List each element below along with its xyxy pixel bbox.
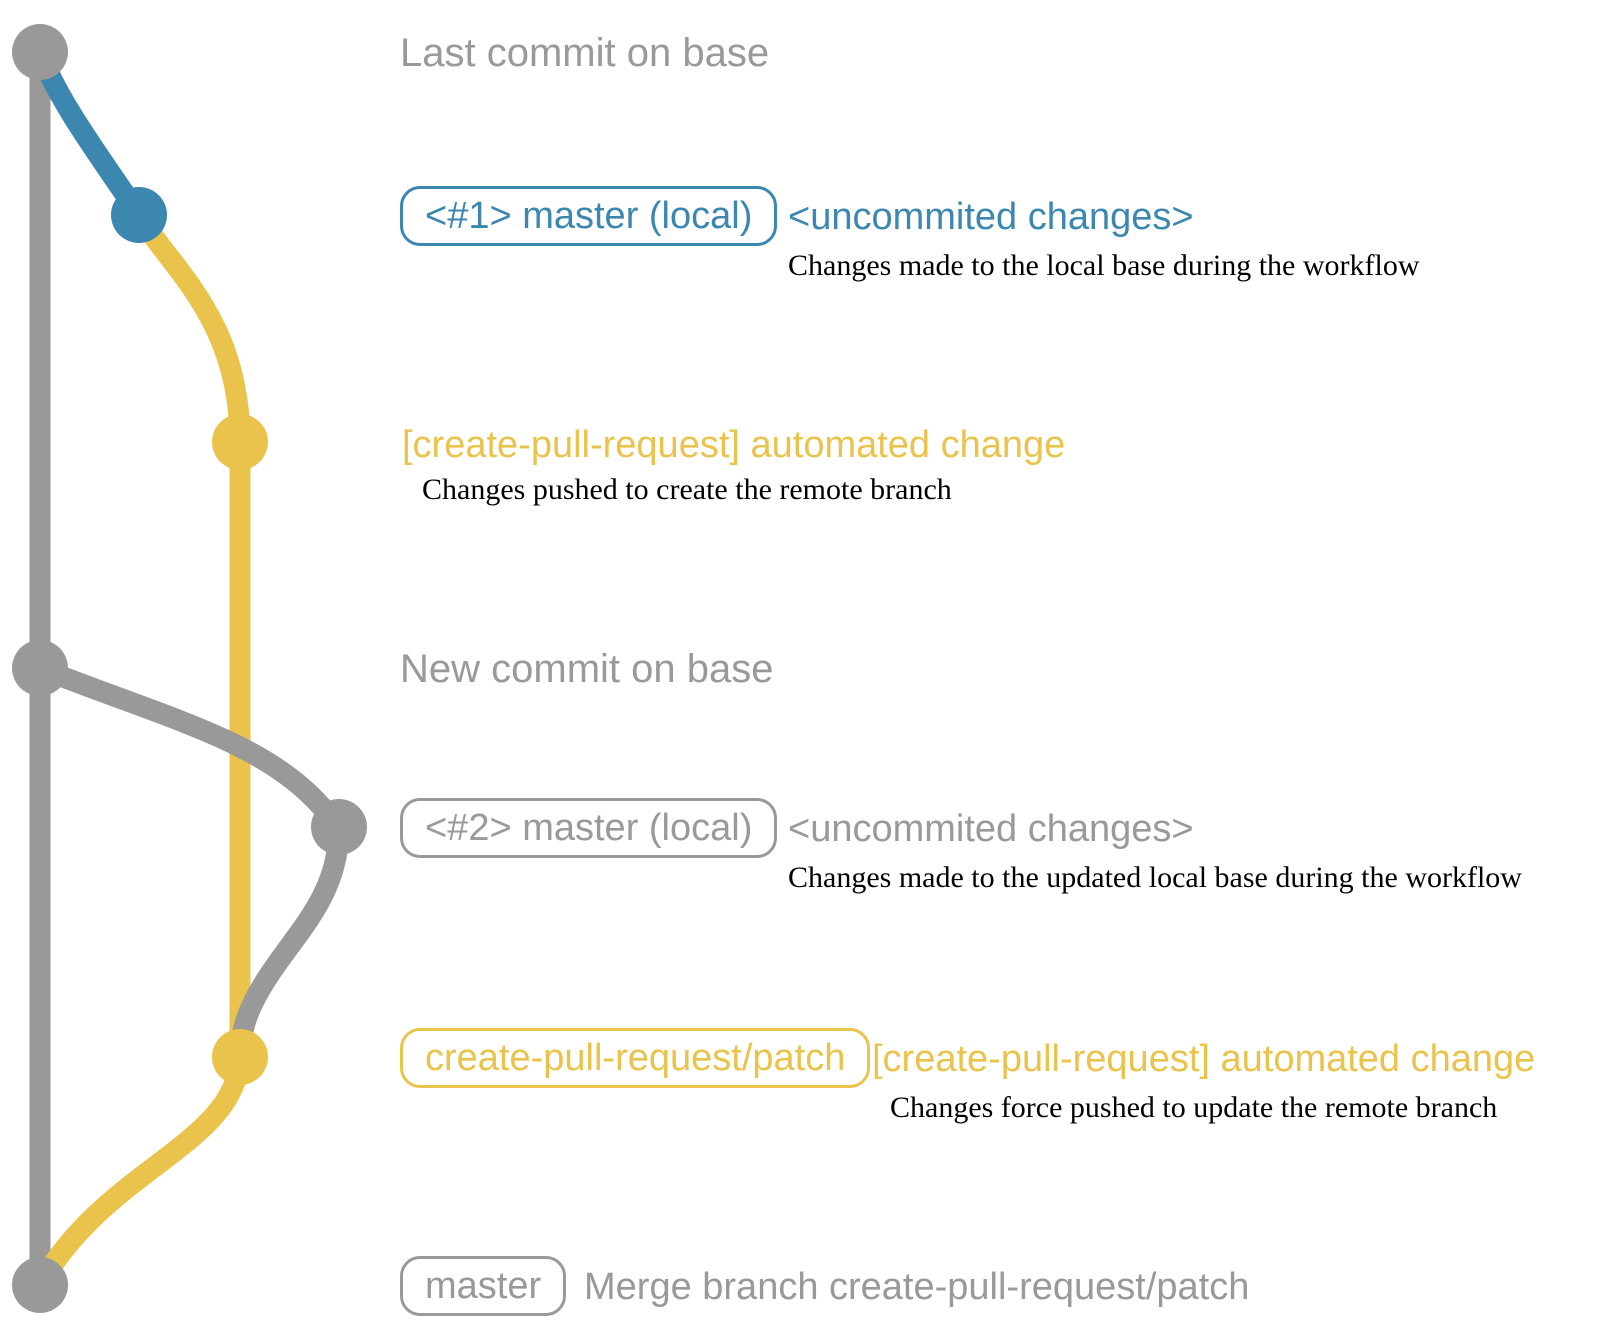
branch-badge-master: master [400, 1256, 567, 1316]
branch-badge-local-1: <#1> master (local) [400, 186, 778, 246]
branch-badge-local-2: <#2> master (local) [400, 798, 778, 858]
annotation-local-2: Changes made to the updated local base d… [788, 861, 1522, 894]
local-branch-curve [29, 41, 150, 226]
commit-dot-base-last [12, 24, 68, 80]
commit-label-patch-1: [create-pull-request] automated change [402, 424, 1066, 466]
commit-label-base-new: New commit on base [400, 647, 774, 691]
annotation-local-1: Changes made to the local base during th… [788, 249, 1420, 282]
merge-curve [29, 1046, 251, 1296]
rebase-curve-upper [29, 657, 350, 838]
commit-label-merge: Merge branch create-pull-request/patch [584, 1266, 1250, 1308]
git-graph [12, 24, 367, 1313]
commit-label-patch-2: [create-pull-request] automated change [872, 1038, 1536, 1080]
commit-dot-patch-1 [212, 414, 268, 470]
annotation-patch-2: Changes force pushed to update the remot… [890, 1091, 1498, 1124]
commit-label-local-1: <uncommited changes> [788, 196, 1194, 238]
patch-branch-line [128, 204, 251, 1068]
rebase-curve-lower [229, 816, 350, 1068]
annotation-patch-1: Changes pushed to create the remote bran… [422, 473, 952, 506]
commit-dot-base-new [12, 640, 68, 696]
branch-badge-patch: create-pull-request/patch [400, 1028, 871, 1088]
commit-dot-local-1 [111, 187, 167, 243]
commit-label-local-2: <uncommited changes> [788, 808, 1194, 850]
commit-dot-patch-2 [212, 1029, 268, 1085]
commit-dot-local-2 [311, 799, 367, 855]
commit-dot-merge [12, 1257, 68, 1313]
commit-label-base-last: Last commit on base [400, 31, 770, 75]
